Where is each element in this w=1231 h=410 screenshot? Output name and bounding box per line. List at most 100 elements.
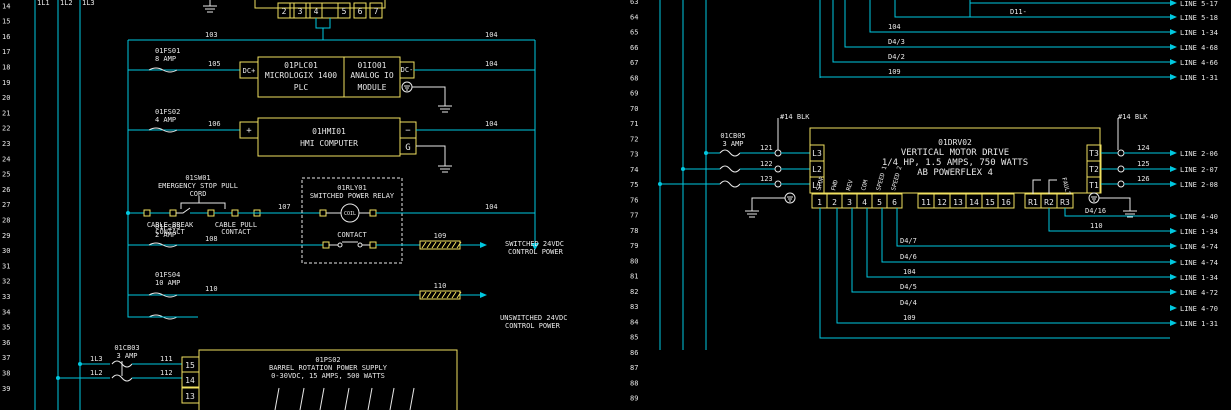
wire xyxy=(836,208,1170,324)
line-reference: LINE 2-06 xyxy=(1180,150,1218,158)
wire-number: 105 xyxy=(208,60,221,68)
wire-number: 103 xyxy=(205,31,218,39)
wire-number: D4/16 xyxy=(1085,207,1106,215)
fuse-rating: 10 AMP xyxy=(155,279,180,287)
line-number: 83 xyxy=(630,303,638,311)
marker-hatch xyxy=(456,241,462,249)
terminal-label: T1 xyxy=(1089,181,1099,190)
line-reference: LINE 1-34 xyxy=(1180,29,1218,37)
right-sheet: 6364656667686970717273747576777879808182… xyxy=(630,0,1218,403)
arrow-right-icon xyxy=(1170,274,1177,280)
ground-wire xyxy=(751,197,785,205)
marker-hatch xyxy=(421,241,427,249)
line-reference: LINE 2-07 xyxy=(1180,166,1218,174)
line-number: 32 xyxy=(2,278,10,286)
arrow-right-icon xyxy=(1170,305,1177,311)
line-reference: LINE 1-31 xyxy=(1180,320,1218,328)
wire-number: 110 xyxy=(434,282,447,290)
wire-number: 112 xyxy=(160,369,173,377)
ps-name: BARREL ROTATION POWER SUPPLY xyxy=(269,364,388,372)
line-number: 81 xyxy=(630,273,638,281)
line-number: 76 xyxy=(630,196,638,204)
terminal-icon xyxy=(319,209,327,217)
terminal-label: − xyxy=(405,126,411,136)
wire-gauge-label: #14 BLK xyxy=(780,113,810,121)
terminal-icon xyxy=(369,241,377,249)
terminal-number: 5 xyxy=(877,198,882,207)
breaker-tag: 01CB05 xyxy=(720,132,745,140)
ground-icon xyxy=(438,100,452,113)
terminal-function: STOP xyxy=(815,175,826,191)
terminal-cell xyxy=(293,2,307,19)
contact-label: CABLE PULL xyxy=(215,221,257,229)
line-number: 29 xyxy=(2,232,10,240)
line-number: 89 xyxy=(630,395,638,403)
fuse-rating: 2 AMP xyxy=(155,231,176,239)
terminal-number: 7 xyxy=(374,7,379,16)
ground-icon xyxy=(745,205,759,218)
wire-number: 111 xyxy=(160,355,173,363)
wire xyxy=(851,208,1170,293)
wire-number: 110 xyxy=(1090,222,1103,230)
ps-tag: 01PS02 xyxy=(315,356,340,364)
io-tag: 01IO01 xyxy=(358,61,387,70)
fuse-01FS04-body xyxy=(128,292,198,298)
rotated-terminal-label xyxy=(409,387,415,410)
arrow-right-icon xyxy=(1170,228,1177,234)
ground-wire xyxy=(412,86,446,100)
marker-hatch xyxy=(456,291,462,299)
ground-wire xyxy=(1099,197,1131,205)
terminal-number: 4 xyxy=(314,7,319,16)
terminal-number: 14 xyxy=(969,198,979,207)
wire-number: D4/3 xyxy=(888,38,905,46)
terminal-label: T3 xyxy=(1089,149,1099,158)
terminal-number: 6 xyxy=(892,198,897,207)
line-number: 31 xyxy=(2,262,10,270)
wire-number: 108 xyxy=(205,235,218,243)
line-number: 27 xyxy=(2,201,10,209)
wire-number: 106 xyxy=(208,120,221,128)
line-number: 78 xyxy=(630,227,638,235)
terminal-cell xyxy=(353,2,367,19)
marker-hatch xyxy=(421,291,427,299)
terminal-number: 13 xyxy=(953,198,963,207)
arrow-right-icon xyxy=(1170,74,1177,80)
line-number: 19 xyxy=(2,79,10,87)
io-type: MODULE xyxy=(358,83,387,92)
wire-number: 104 xyxy=(485,60,498,68)
marker-hatch xyxy=(446,291,452,299)
line-number: 34 xyxy=(2,308,10,316)
marker-hatch xyxy=(431,241,437,249)
line-number: 22 xyxy=(2,125,10,133)
power-supply-box xyxy=(198,349,458,410)
arrow-right-icon xyxy=(1170,166,1177,172)
line-number: 21 xyxy=(2,109,10,117)
terminal-number: R2 xyxy=(1044,198,1054,207)
breaker-tag: 01CB03 xyxy=(114,344,139,352)
arrow-right-icon xyxy=(480,292,487,298)
wire xyxy=(819,0,1170,78)
plc-type: PLC xyxy=(294,83,309,92)
plc-top-box xyxy=(254,0,386,9)
terminal-label: + xyxy=(246,126,252,136)
wire-number: 109 xyxy=(434,232,447,240)
breaker-rating: 3 AMP xyxy=(116,352,137,360)
marker-hatch xyxy=(446,241,452,249)
breaker-icon xyxy=(719,165,741,173)
line-reference: LINE 4-66 xyxy=(1180,59,1218,67)
line-number: 39 xyxy=(2,385,10,393)
wire xyxy=(1064,208,1170,217)
fuse-01FS02 xyxy=(128,127,198,133)
marker-hatch xyxy=(426,241,432,249)
breaker-icon xyxy=(719,180,741,188)
wire xyxy=(832,0,1170,63)
terminal-number: 2 xyxy=(832,198,837,207)
estop-name: EMERGENCY STOP PULL xyxy=(158,182,238,190)
wire xyxy=(819,208,1170,339)
terminal-number: 4 xyxy=(862,198,867,207)
terminal-icon xyxy=(207,209,215,217)
marker-hatch xyxy=(436,241,442,249)
line-reference: LINE 4-74 xyxy=(1180,243,1218,251)
drive-rating: 1/4 HP, 1.5 AMPS, 750 WATTS xyxy=(882,158,1028,168)
